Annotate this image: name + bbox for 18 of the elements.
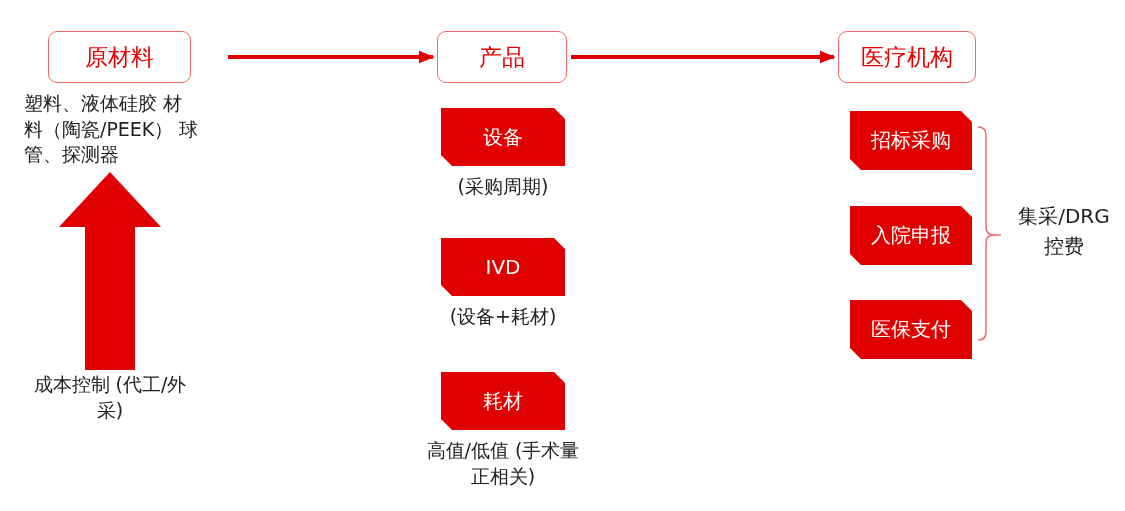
arrow: [571, 50, 836, 64]
tag-box: 入院申报: [850, 206, 972, 265]
tag-box: 医保支付: [850, 300, 972, 359]
block-arrow: [59, 171, 161, 370]
note-text: (设备+耗材): [449, 304, 557, 329]
tag-box: 耗材: [441, 372, 565, 430]
note-text: 塑料、液体硅胶 材料（陶瓷/PEEK） 球管、探测器: [24, 91, 199, 168]
tag-box: IVD: [441, 238, 565, 296]
category-box: 原材料: [48, 31, 191, 83]
category-box: 产品: [437, 31, 567, 83]
note-text: (采购周期): [457, 174, 549, 199]
tag-box: 设备: [441, 108, 565, 166]
category-box: 医疗机构: [838, 31, 976, 83]
bracket-label: 集采/DRG 控费: [1017, 203, 1111, 260]
arrow: [228, 50, 435, 64]
note-text: 高值/低值 (手术量正相关): [425, 438, 581, 489]
tag-box: 招标采购: [850, 111, 972, 170]
caption-text: 成本控制 (代工/外采): [32, 372, 188, 423]
